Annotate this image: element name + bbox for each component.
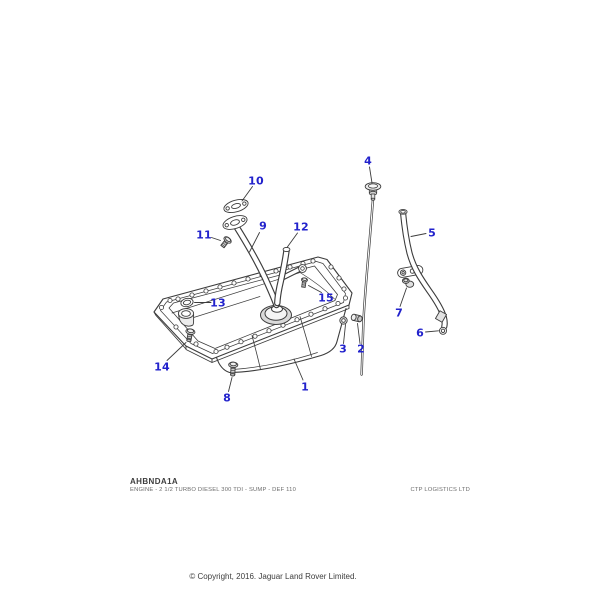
flange-bolt-holes	[158, 258, 348, 354]
o-ring-13-drawing	[180, 297, 194, 308]
callout-1[interactable]: 1	[301, 380, 309, 394]
copyright-notice: © Copyright, 2016. Jaguar Land Rover Lim…	[189, 572, 357, 581]
callout-3[interactable]: 3	[339, 342, 347, 356]
callout-9[interactable]: 9	[259, 219, 267, 233]
callout-15[interactable]: 15	[318, 291, 334, 305]
callout-8[interactable]: 8	[223, 391, 231, 405]
callout-2[interactable]: 2	[357, 342, 365, 356]
document-description: ENGINE - 2 1/2 TURBO DIESEL 300 TDI - SU…	[130, 486, 296, 493]
dipstick-drawing	[360, 182, 382, 376]
vendor-label: CTP LOGISTICS LTD	[410, 487, 470, 493]
callout-14[interactable]: 14	[154, 360, 170, 374]
oil-strainer-drawing	[260, 305, 292, 325]
callout-10[interactable]: 10	[248, 174, 264, 188]
plug-2-drawing	[350, 313, 363, 323]
document-code: AHBNDA1A	[130, 477, 179, 486]
o-ring-6-drawing	[439, 326, 447, 335]
pickup-stay-pipe-drawing	[274, 246, 307, 307]
bolt-15-drawing	[300, 277, 308, 288]
callout-6[interactable]: 6	[416, 326, 424, 340]
callout-13[interactable]: 13	[210, 296, 226, 310]
bolt-11-drawing	[220, 236, 232, 249]
oil-pickup-pipe-drawing	[222, 215, 280, 309]
dipstick-tube-drawing	[397, 208, 448, 330]
callout-5[interactable]: 5	[428, 226, 436, 240]
callout-4[interactable]: 4	[364, 154, 372, 168]
callout-12[interactable]: 12	[293, 220, 309, 234]
gasket-drawing	[223, 198, 249, 214]
washer-3-drawing	[339, 316, 348, 325]
leader-lines	[166, 166, 439, 392]
bolt-7-drawing	[401, 277, 415, 288]
bolt-8-drawing	[228, 361, 239, 377]
callout-7[interactable]: 7	[395, 306, 403, 320]
drain-adaptor-drawing	[177, 308, 196, 343]
callout-11[interactable]: 11	[196, 228, 212, 242]
